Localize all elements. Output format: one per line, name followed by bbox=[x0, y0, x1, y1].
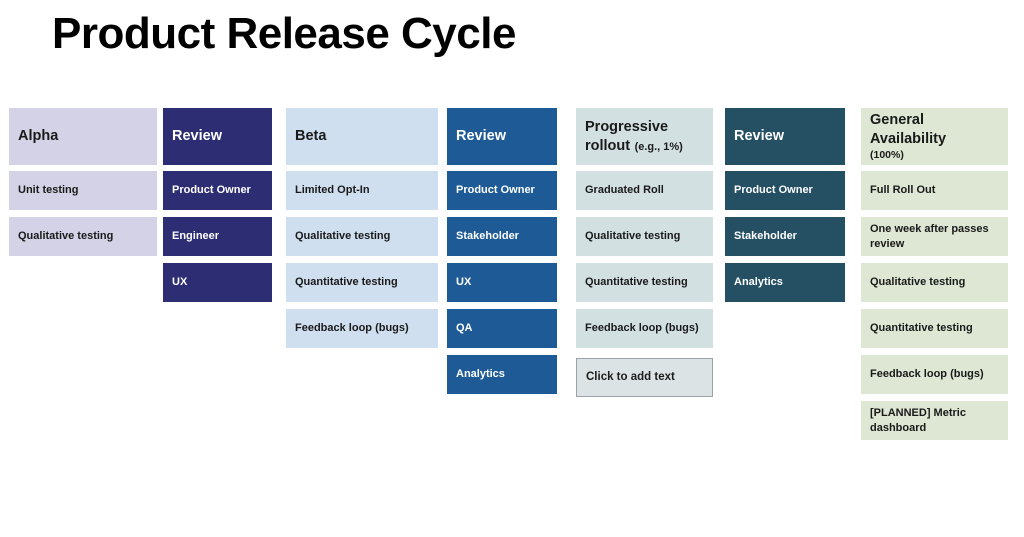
stage-item[interactable]: One week after passes review bbox=[861, 217, 1008, 256]
stage-item[interactable]: Quantitative testing bbox=[576, 263, 713, 302]
stage-item-label: Qualitative testing bbox=[870, 276, 966, 289]
stage-item[interactable]: Analytics bbox=[447, 355, 557, 394]
stage-header-text: Progressive rollout (e.g., 1%) bbox=[585, 118, 704, 155]
stage-item[interactable]: Graduated Roll bbox=[576, 171, 713, 210]
stage-item-label: Feedback loop (bugs) bbox=[585, 322, 699, 335]
stage-item-label: Qualitative testing bbox=[295, 230, 391, 243]
stage-header-alpha[interactable]: Alpha bbox=[9, 108, 157, 165]
stage-item-label: Feedback loop (bugs) bbox=[295, 322, 409, 335]
stage-item[interactable]: [PLANNED] Metric dashboard bbox=[861, 401, 1008, 440]
stage-item-label: Stakeholder bbox=[734, 230, 797, 243]
stage-item[interactable]: Feedback loop (bugs) bbox=[286, 309, 438, 348]
stage-item[interactable]: Unit testing bbox=[9, 171, 157, 210]
stage-item-label: [PLANNED] Metric dashboard bbox=[870, 407, 966, 434]
stage-item[interactable]: Qualitative testing bbox=[861, 263, 1008, 302]
stage-item[interactable]: Engineer bbox=[163, 217, 272, 256]
stage-header-title: Review bbox=[172, 128, 222, 145]
stage-item[interactable]: Product Owner bbox=[447, 171, 557, 210]
stage-header-text: Alpha bbox=[18, 127, 58, 146]
stage-item[interactable]: Quantitative testing bbox=[286, 263, 438, 302]
stage-item[interactable]: Quantitative testing bbox=[861, 309, 1008, 348]
stage-item[interactable]: Limited Opt-In bbox=[286, 171, 438, 210]
stage-item-label: Graduated Roll bbox=[585, 184, 664, 197]
stage-item-label: Product Owner bbox=[172, 184, 251, 197]
stage-item-label: Unit testing bbox=[18, 184, 79, 197]
stage-item-label: Product Owner bbox=[456, 184, 535, 197]
stage-item[interactable]: UX bbox=[163, 263, 272, 302]
stage-item[interactable]: Qualitative testing bbox=[286, 217, 438, 256]
stage-header-title: General Availability bbox=[870, 112, 947, 148]
stage-item[interactable]: Analytics bbox=[725, 263, 845, 302]
stage-header-title: Review bbox=[456, 128, 506, 145]
stage-header-title: Alpha bbox=[18, 128, 59, 145]
stage-header-text: Review bbox=[172, 127, 222, 146]
stage-item-label: Full Roll Out bbox=[870, 184, 936, 197]
stage-header-text: Review bbox=[456, 127, 506, 146]
stage-item-label: QA bbox=[456, 322, 473, 335]
stage-item-label: Limited Opt-In bbox=[295, 184, 370, 197]
stage-item-label: Engineer bbox=[172, 230, 220, 243]
page-title: Product Release Cycle bbox=[52, 9, 516, 58]
stage-item[interactable]: Product Owner bbox=[163, 171, 272, 210]
stage-header-general-availability[interactable]: General Availability(100%) bbox=[861, 108, 1008, 165]
add-text-placeholder-label: Click to add text bbox=[586, 371, 675, 384]
stage-item[interactable]: QA bbox=[447, 309, 557, 348]
stage-header-review-progressive[interactable]: Review bbox=[725, 108, 845, 165]
stage-header-title: Progressive rollout bbox=[585, 118, 669, 154]
stage-item-label: Analytics bbox=[456, 368, 505, 381]
stage-item-label: UX bbox=[456, 276, 472, 289]
stage-item[interactable]: Stakeholder bbox=[447, 217, 557, 256]
stage-item-label: Analytics bbox=[734, 276, 783, 289]
stage-item-label: Product Owner bbox=[734, 184, 813, 197]
stage-header-text: Beta bbox=[295, 127, 326, 146]
stage-item[interactable]: Qualitative testing bbox=[576, 217, 713, 256]
stage-header-text: General Availability(100%) bbox=[870, 111, 999, 161]
stage-header-subtitle: (100%) bbox=[870, 148, 904, 161]
stage-item-label: Qualitative testing bbox=[585, 230, 681, 243]
stage-item-label: Quantitative testing bbox=[585, 276, 688, 289]
stage-item[interactable]: Full Roll Out bbox=[861, 171, 1008, 210]
stage-item[interactable]: Qualitative testing bbox=[9, 217, 157, 256]
stage-item-label: One week after passes review bbox=[870, 223, 989, 250]
stage-header-review-alpha[interactable]: Review bbox=[163, 108, 272, 165]
stage-item[interactable]: Product Owner bbox=[725, 171, 845, 210]
stage-item-label: Feedback loop (bugs) bbox=[870, 368, 984, 381]
stage-item-label: Quantitative testing bbox=[295, 276, 398, 289]
stage-header-title: Beta bbox=[295, 128, 327, 145]
stage-item-label: Stakeholder bbox=[456, 230, 519, 243]
stage-header-review-beta[interactable]: Review bbox=[447, 108, 557, 165]
stage-item[interactable]: Stakeholder bbox=[725, 217, 845, 256]
stage-item-label: UX bbox=[172, 276, 188, 289]
stage-header-beta[interactable]: Beta bbox=[286, 108, 438, 165]
stage-header-note: (e.g., 1%) bbox=[634, 140, 683, 153]
stage-item[interactable]: UX bbox=[447, 263, 557, 302]
stage-header-title: Review bbox=[734, 128, 784, 145]
stage-header-text: Review bbox=[734, 127, 784, 146]
add-text-placeholder[interactable]: Click to add text bbox=[576, 358, 713, 397]
stage-item-label: Qualitative testing bbox=[18, 230, 114, 243]
stage-item-label: Quantitative testing bbox=[870, 322, 973, 335]
stage-header-progressive-rollout[interactable]: Progressive rollout (e.g., 1%) bbox=[576, 108, 713, 165]
stage-item[interactable]: Feedback loop (bugs) bbox=[576, 309, 713, 348]
stage-item[interactable]: Feedback loop (bugs) bbox=[861, 355, 1008, 394]
